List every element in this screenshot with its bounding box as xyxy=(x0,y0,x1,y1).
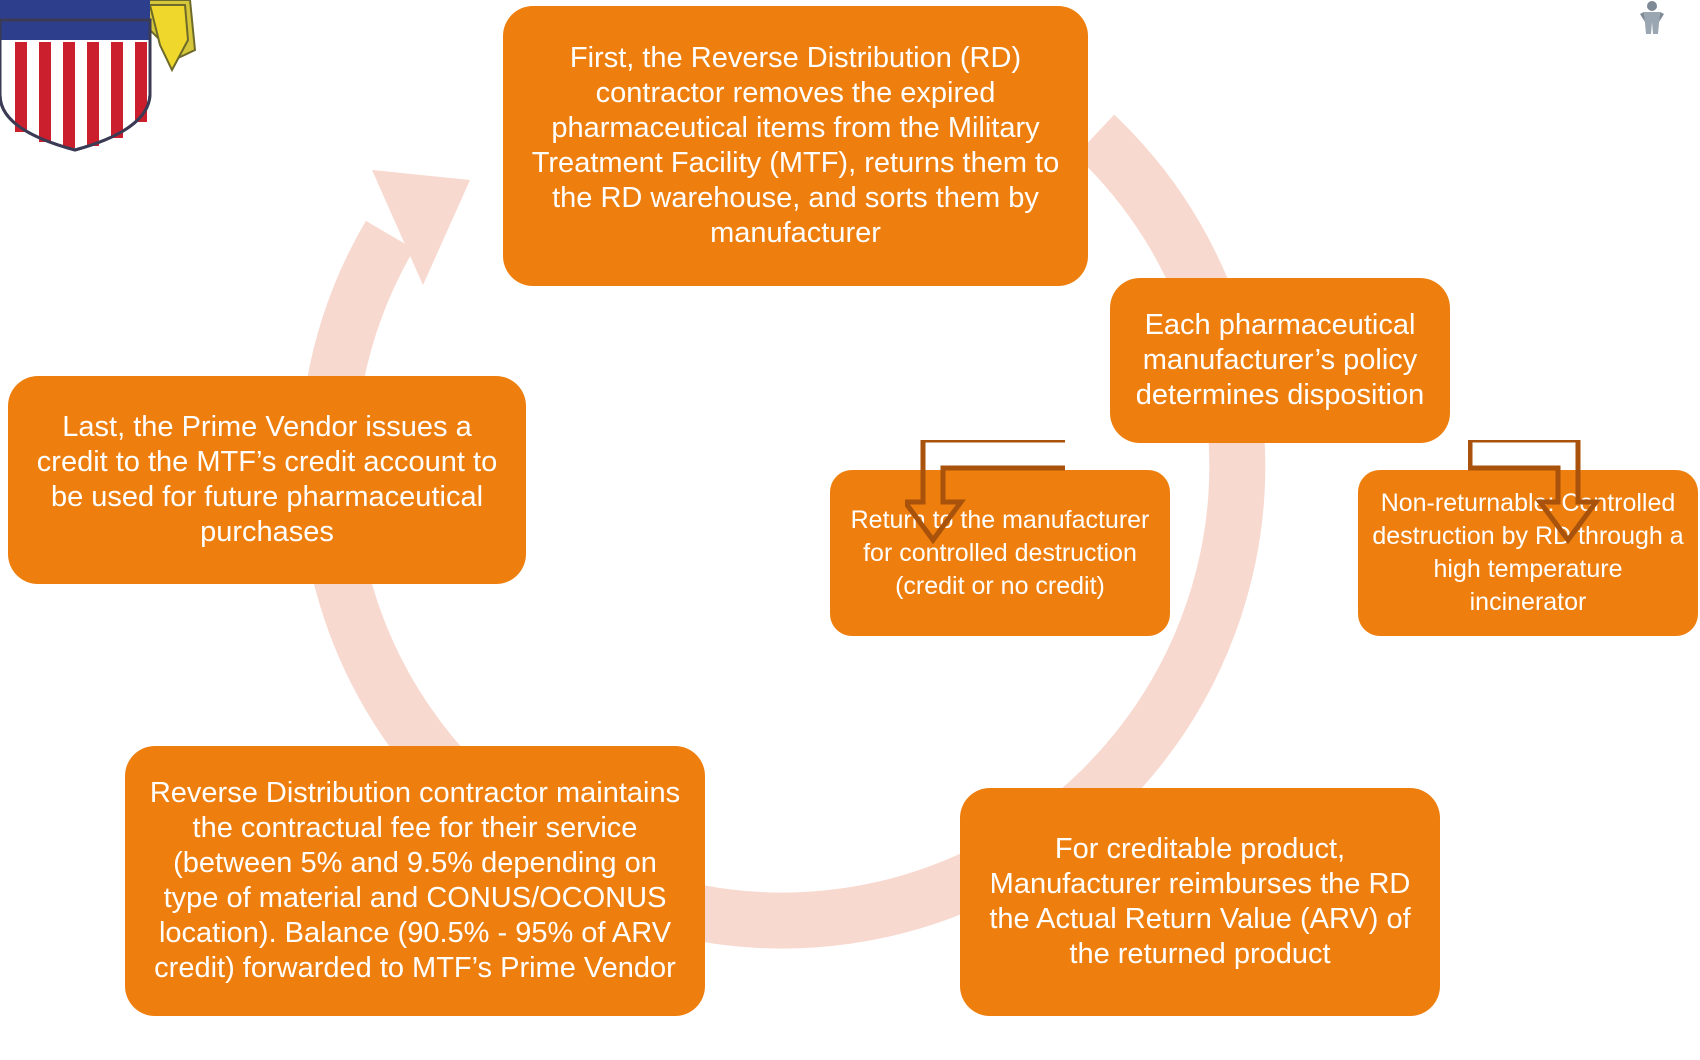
branch-non-returnable-text: Non-returnable: Controlled destruction b… xyxy=(1372,489,1684,616)
step-manufacturer-reimburses: For creditable product, Manufacturer rei… xyxy=(960,788,1440,1016)
cycle-arrowhead xyxy=(372,170,470,285)
step-rd-fee-text: Reverse Distribution contractor maintain… xyxy=(149,777,681,984)
branch-return-to-manufacturer: Return to the manufacturer for controlle… xyxy=(830,470,1170,636)
branch-non-returnable: Non-returnable: Controlled destruction b… xyxy=(1358,470,1698,636)
figure-icon xyxy=(1640,1,1664,34)
step-prime-vendor-credit: Last, the Prime Vendor issues a credit t… xyxy=(8,376,526,584)
step-prime-vendor-credit-text: Last, the Prime Vendor issues a credit t… xyxy=(36,411,498,548)
step-rd-fee: Reverse Distribution contractor maintain… xyxy=(125,746,705,1016)
branch-return-text: Return to the manufacturer for controlle… xyxy=(850,505,1150,600)
step-manufacturer-policy-text: Each pharmaceutical manufacturer’s polic… xyxy=(1135,309,1425,411)
step-manufacturer-policy: Each pharmaceutical manufacturer’s polic… xyxy=(1110,278,1450,443)
step-remove-items-text: First, the Reverse Distribution (RD) con… xyxy=(531,42,1060,249)
down-arrow-icon xyxy=(1468,440,1601,545)
agency-seal-icon xyxy=(0,0,197,152)
step-manufacturer-reimburses-text: For creditable product, Manufacturer rei… xyxy=(989,833,1411,970)
step-remove-items: First, the Reverse Distribution (RD) con… xyxy=(503,6,1088,286)
down-arrow-icon xyxy=(905,440,1065,545)
